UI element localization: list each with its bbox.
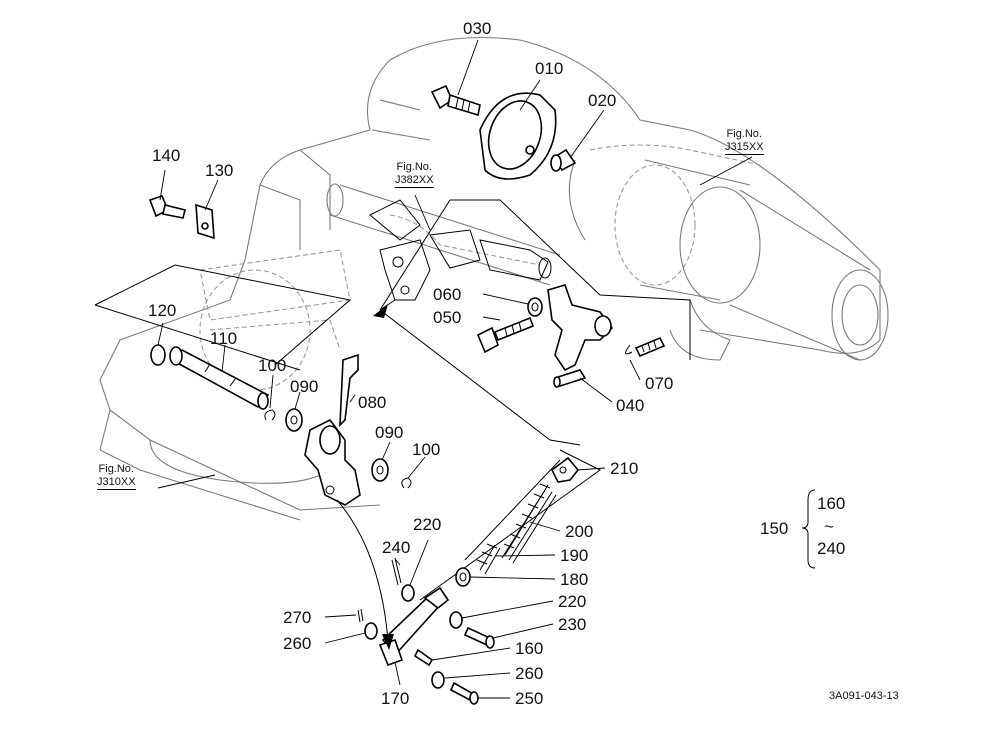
label-220a: 220 — [413, 515, 442, 534]
figref-j382-line2: J382XX — [395, 174, 434, 188]
label-230: 230 — [558, 615, 587, 634]
part-270-cotter — [357, 608, 364, 623]
label-190: 190 — [560, 546, 589, 565]
label-120: 120 — [148, 301, 177, 320]
figref-j315-line2: J315XX — [725, 141, 764, 155]
label-040: 040 — [616, 396, 645, 415]
label-170: 170 — [381, 689, 410, 708]
group-label-150: 150 — [760, 519, 789, 538]
label-110: 110 — [210, 329, 238, 348]
group-tilde: ~ — [824, 517, 834, 536]
figref-j382-line1: Fig.No. — [396, 161, 432, 173]
part-030-bolt — [430, 84, 481, 117]
part-080-lever — [304, 353, 361, 506]
label-180: 180 — [560, 570, 589, 589]
part-240-pin — [391, 557, 402, 586]
assembly-box-lines — [94, 199, 691, 601]
figref-j382: Fig.No. J382XX — [395, 161, 434, 188]
part-120-o-ring — [150, 344, 166, 366]
label-220b: 220 — [558, 592, 587, 611]
part-170-rod — [378, 586, 450, 667]
part-260-washer — [364, 622, 445, 689]
label-030: 030 — [463, 19, 492, 38]
part-220-washer — [401, 584, 463, 629]
label-080: 080 — [358, 393, 387, 412]
part-180-washer — [455, 567, 471, 587]
label-130: 130 — [205, 161, 234, 180]
figref-j315: Fig.No. J315XX — [725, 128, 764, 155]
label-090a: 090 — [290, 377, 319, 396]
part-070-spring — [625, 336, 666, 358]
part-250-pin — [449, 681, 479, 705]
part-110-shaft — [169, 346, 270, 410]
part-200-spring — [501, 483, 557, 564]
label-060: 060 — [433, 285, 462, 304]
part-060-washer — [527, 297, 543, 317]
pto-shaft-cylinder — [589, 144, 889, 361]
label-260a: 260 — [283, 634, 312, 653]
label-020: 020 — [588, 91, 617, 110]
label-050: 050 — [433, 308, 462, 327]
figref-j310-line2: J310XX — [97, 476, 136, 490]
drawing-code: 3A091-043-13 — [829, 690, 899, 702]
group-from-160: 160 — [817, 494, 846, 513]
label-210: 210 — [610, 459, 639, 478]
figref-j310: Fig.No. J310XX — [97, 463, 136, 490]
part-230-pin — [463, 626, 495, 649]
assembly-arrows — [336, 304, 394, 650]
label-240: 240 — [382, 538, 411, 557]
part-160-pin — [413, 648, 434, 667]
part-040-lever — [547, 284, 614, 388]
label-100b: 100 — [412, 440, 441, 459]
label-090b: 090 — [375, 423, 404, 442]
housing-outline — [99, 36, 881, 521]
group-bracket — [801, 489, 816, 569]
part-020-bushing — [550, 148, 577, 172]
part-140-bolt — [148, 195, 186, 219]
part-130-plate — [195, 203, 215, 240]
figref-j315-line1: Fig.No. — [726, 128, 762, 140]
part-010-ring — [479, 92, 557, 180]
label-260b: 260 — [515, 664, 544, 683]
label-070: 070 — [645, 374, 674, 393]
group-to-240: 240 — [817, 539, 846, 558]
label-250: 250 — [515, 689, 544, 708]
label-100a: 100 — [258, 356, 287, 375]
figref-j310-line1: Fig.No. — [98, 463, 134, 475]
part-210-yoke — [550, 456, 580, 483]
label-140: 140 — [152, 146, 181, 165]
label-200: 200 — [565, 522, 594, 541]
part-190-spring — [476, 543, 501, 575]
label-160: 160 — [515, 639, 544, 658]
label-010: 010 — [535, 59, 564, 78]
part-050-bolt — [476, 316, 535, 354]
leader-lines — [157, 39, 753, 699]
linkage-shaft — [326, 183, 561, 301]
part-090-washer — [285, 408, 389, 482]
label-270: 270 — [283, 608, 312, 627]
